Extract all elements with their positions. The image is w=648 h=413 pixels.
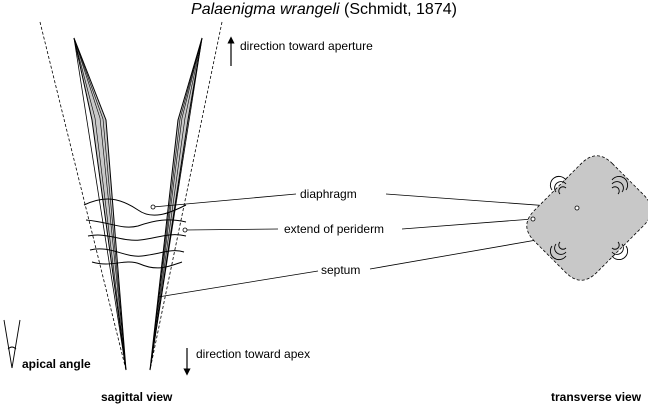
left-wall [73, 37, 127, 371]
species-name: Palaenigma wrangeli [191, 1, 340, 18]
label-sagittal-view: sagittal view [101, 390, 173, 404]
label-septum: septum [321, 263, 361, 277]
periderm-marker-transverse [530, 216, 536, 222]
page-title: Palaenigma wrangeli (Schmidt, 1874) [0, 0, 648, 20]
periderm-marker-sagittal [182, 227, 188, 233]
septa-arcs [549, 175, 629, 261]
label-direction-apex: direction toward apex [196, 347, 311, 361]
diaphragm-marker-transverse [574, 205, 580, 211]
label-transverse-view: transverse view [551, 390, 642, 404]
diaphragm-marker-sagittal [150, 204, 156, 210]
right-wall [149, 37, 203, 371]
transverse-section [526, 155, 648, 281]
label-direction-aperture: direction toward aperture [240, 39, 373, 53]
leader-lines [152, 193, 578, 298]
label-apical-angle: apical angle [22, 357, 91, 371]
outer-dashed-right [149, 21, 223, 371]
apical-angle-icon [3, 319, 21, 369]
label-periderm: extend of periderm [284, 222, 385, 236]
label-diaphragm: diaphragm [300, 187, 357, 201]
diaphragms [83, 198, 187, 269]
species-author: (Schmidt, 1874) [344, 1, 457, 18]
